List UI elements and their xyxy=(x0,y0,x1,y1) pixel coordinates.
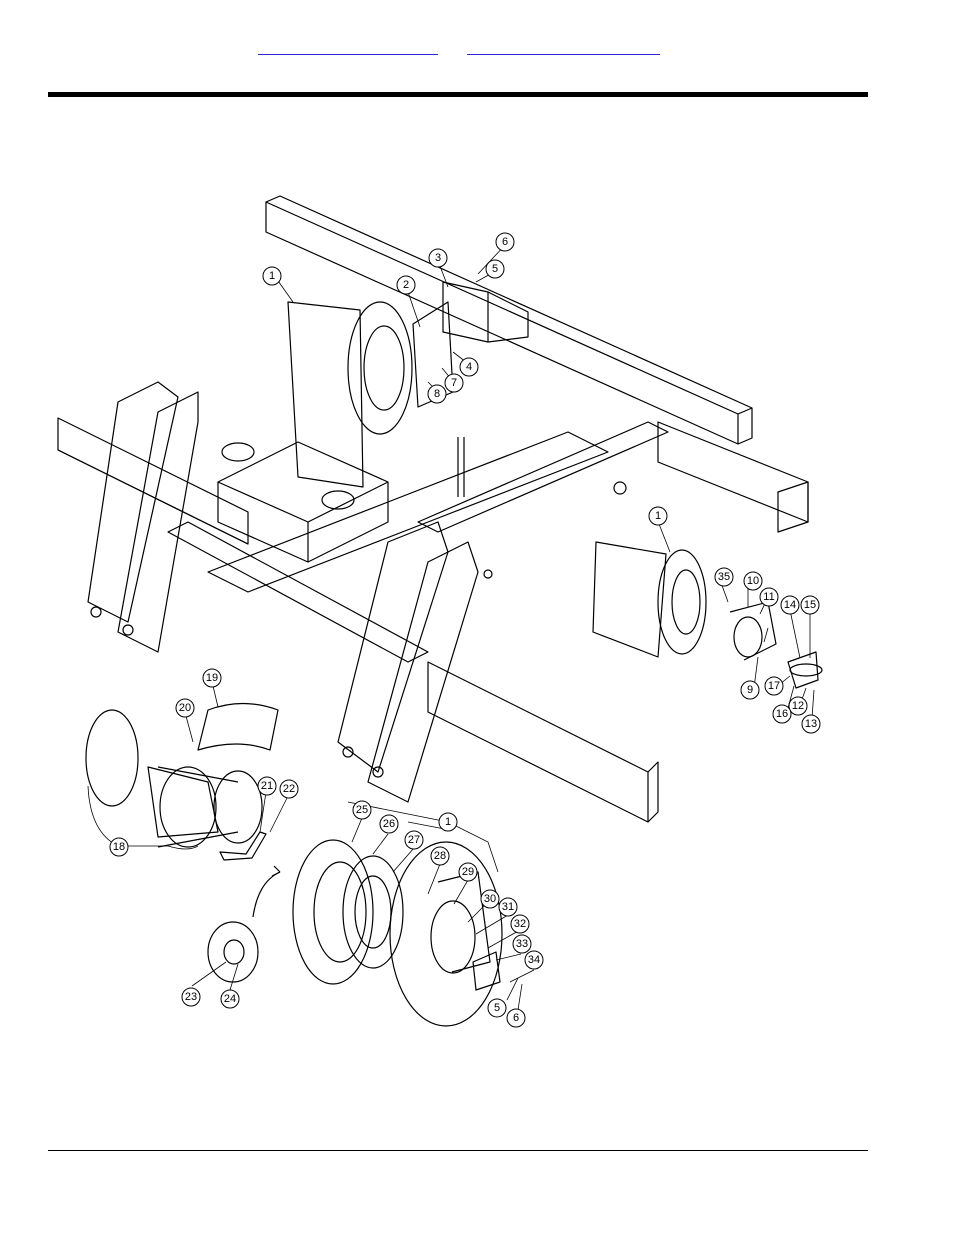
svg-text:11: 11 xyxy=(763,591,774,603)
svg-text:35: 35 xyxy=(718,571,730,583)
callout-18: 18 xyxy=(110,838,128,856)
svg-text:8: 8 xyxy=(434,388,440,400)
exploded-parts-diagram: 1 2 3 4 5 6 7 8 9 10 11 12 13 14 15 16 1… xyxy=(48,182,838,1037)
callout-2: 2 xyxy=(397,276,415,294)
callout-10: 10 xyxy=(744,572,762,590)
header-rule xyxy=(48,92,868,97)
header-link-1[interactable] xyxy=(258,38,438,55)
svg-text:1: 1 xyxy=(655,510,661,522)
callout-1c: 1 xyxy=(439,813,457,831)
svg-text:24: 24 xyxy=(224,993,236,1005)
svg-text:26: 26 xyxy=(383,818,395,830)
callout-1: 1 xyxy=(263,267,281,285)
svg-text:18: 18 xyxy=(113,841,125,853)
callout-4: 4 xyxy=(460,358,478,376)
callout-7: 7 xyxy=(445,374,463,392)
svg-text:17: 17 xyxy=(768,680,780,692)
svg-text:25: 25 xyxy=(356,804,368,816)
callout-11: 11 xyxy=(760,588,778,606)
svg-text:28: 28 xyxy=(434,850,446,862)
callout-27: 27 xyxy=(405,831,423,849)
svg-text:15: 15 xyxy=(804,599,816,611)
callout-26: 26 xyxy=(380,815,398,833)
callout-35: 35 xyxy=(715,568,733,586)
callout-34: 34 xyxy=(525,951,543,969)
svg-text:30: 30 xyxy=(484,893,496,905)
svg-text:20: 20 xyxy=(179,702,191,714)
svg-text:4: 4 xyxy=(466,361,472,373)
callout-14: 14 xyxy=(781,596,799,614)
callout-22: 22 xyxy=(280,780,298,798)
callout-28: 28 xyxy=(431,847,449,865)
callout-13: 13 xyxy=(802,715,820,733)
svg-text:16: 16 xyxy=(776,708,788,720)
callout-17: 17 xyxy=(765,677,783,695)
footer-rule xyxy=(48,1150,868,1151)
svg-text:6: 6 xyxy=(513,1012,519,1024)
callout-21: 21 xyxy=(258,777,276,795)
svg-text:33: 33 xyxy=(516,938,528,950)
svg-text:3: 3 xyxy=(435,252,441,264)
callout-labels: 1 2 3 4 5 6 7 8 9 10 11 12 13 14 15 16 1… xyxy=(110,233,820,1027)
svg-text:27: 27 xyxy=(408,834,420,846)
svg-text:10: 10 xyxy=(747,575,759,587)
svg-text:29: 29 xyxy=(462,866,474,878)
svg-text:14: 14 xyxy=(784,599,796,611)
callout-5: 5 xyxy=(486,260,504,278)
svg-text:5: 5 xyxy=(494,1002,500,1014)
svg-text:22: 22 xyxy=(283,783,295,795)
callout-12: 12 xyxy=(789,697,807,715)
callout-33: 33 xyxy=(513,935,531,953)
callout-6: 6 xyxy=(496,233,514,251)
svg-text:19: 19 xyxy=(206,672,218,684)
svg-text:1: 1 xyxy=(445,816,451,828)
callout-19: 19 xyxy=(203,669,221,687)
svg-text:21: 21 xyxy=(261,780,273,792)
svg-text:5: 5 xyxy=(492,263,498,275)
svg-text:2: 2 xyxy=(403,279,409,291)
svg-text:32: 32 xyxy=(514,918,526,930)
callout-29: 29 xyxy=(459,863,477,881)
callout-31: 31 xyxy=(499,898,517,916)
callout-16: 16 xyxy=(773,705,791,723)
callout-5b: 5 xyxy=(488,999,506,1017)
svg-text:1: 1 xyxy=(269,270,275,282)
header-link-2[interactable] xyxy=(467,38,660,55)
callout-20: 20 xyxy=(176,699,194,717)
svg-text:7: 7 xyxy=(451,377,457,389)
svg-text:12: 12 xyxy=(792,700,804,712)
svg-text:6: 6 xyxy=(502,236,508,248)
svg-text:23: 23 xyxy=(185,991,197,1003)
svg-text:31: 31 xyxy=(502,901,514,913)
svg-text:34: 34 xyxy=(528,954,540,966)
callout-30: 30 xyxy=(481,890,499,908)
callout-15: 15 xyxy=(801,596,819,614)
callout-25: 25 xyxy=(353,801,371,819)
callout-8: 8 xyxy=(428,385,446,403)
callout-1b: 1 xyxy=(649,507,667,525)
callout-6b: 6 xyxy=(507,1009,525,1027)
callout-9: 9 xyxy=(741,681,759,699)
svg-text:9: 9 xyxy=(747,684,753,696)
frame-linework xyxy=(58,196,822,1026)
callout-24: 24 xyxy=(221,990,239,1008)
callout-3: 3 xyxy=(429,249,447,267)
callout-32: 32 xyxy=(511,915,529,933)
callout-23: 23 xyxy=(182,988,200,1006)
svg-text:13: 13 xyxy=(805,718,817,730)
